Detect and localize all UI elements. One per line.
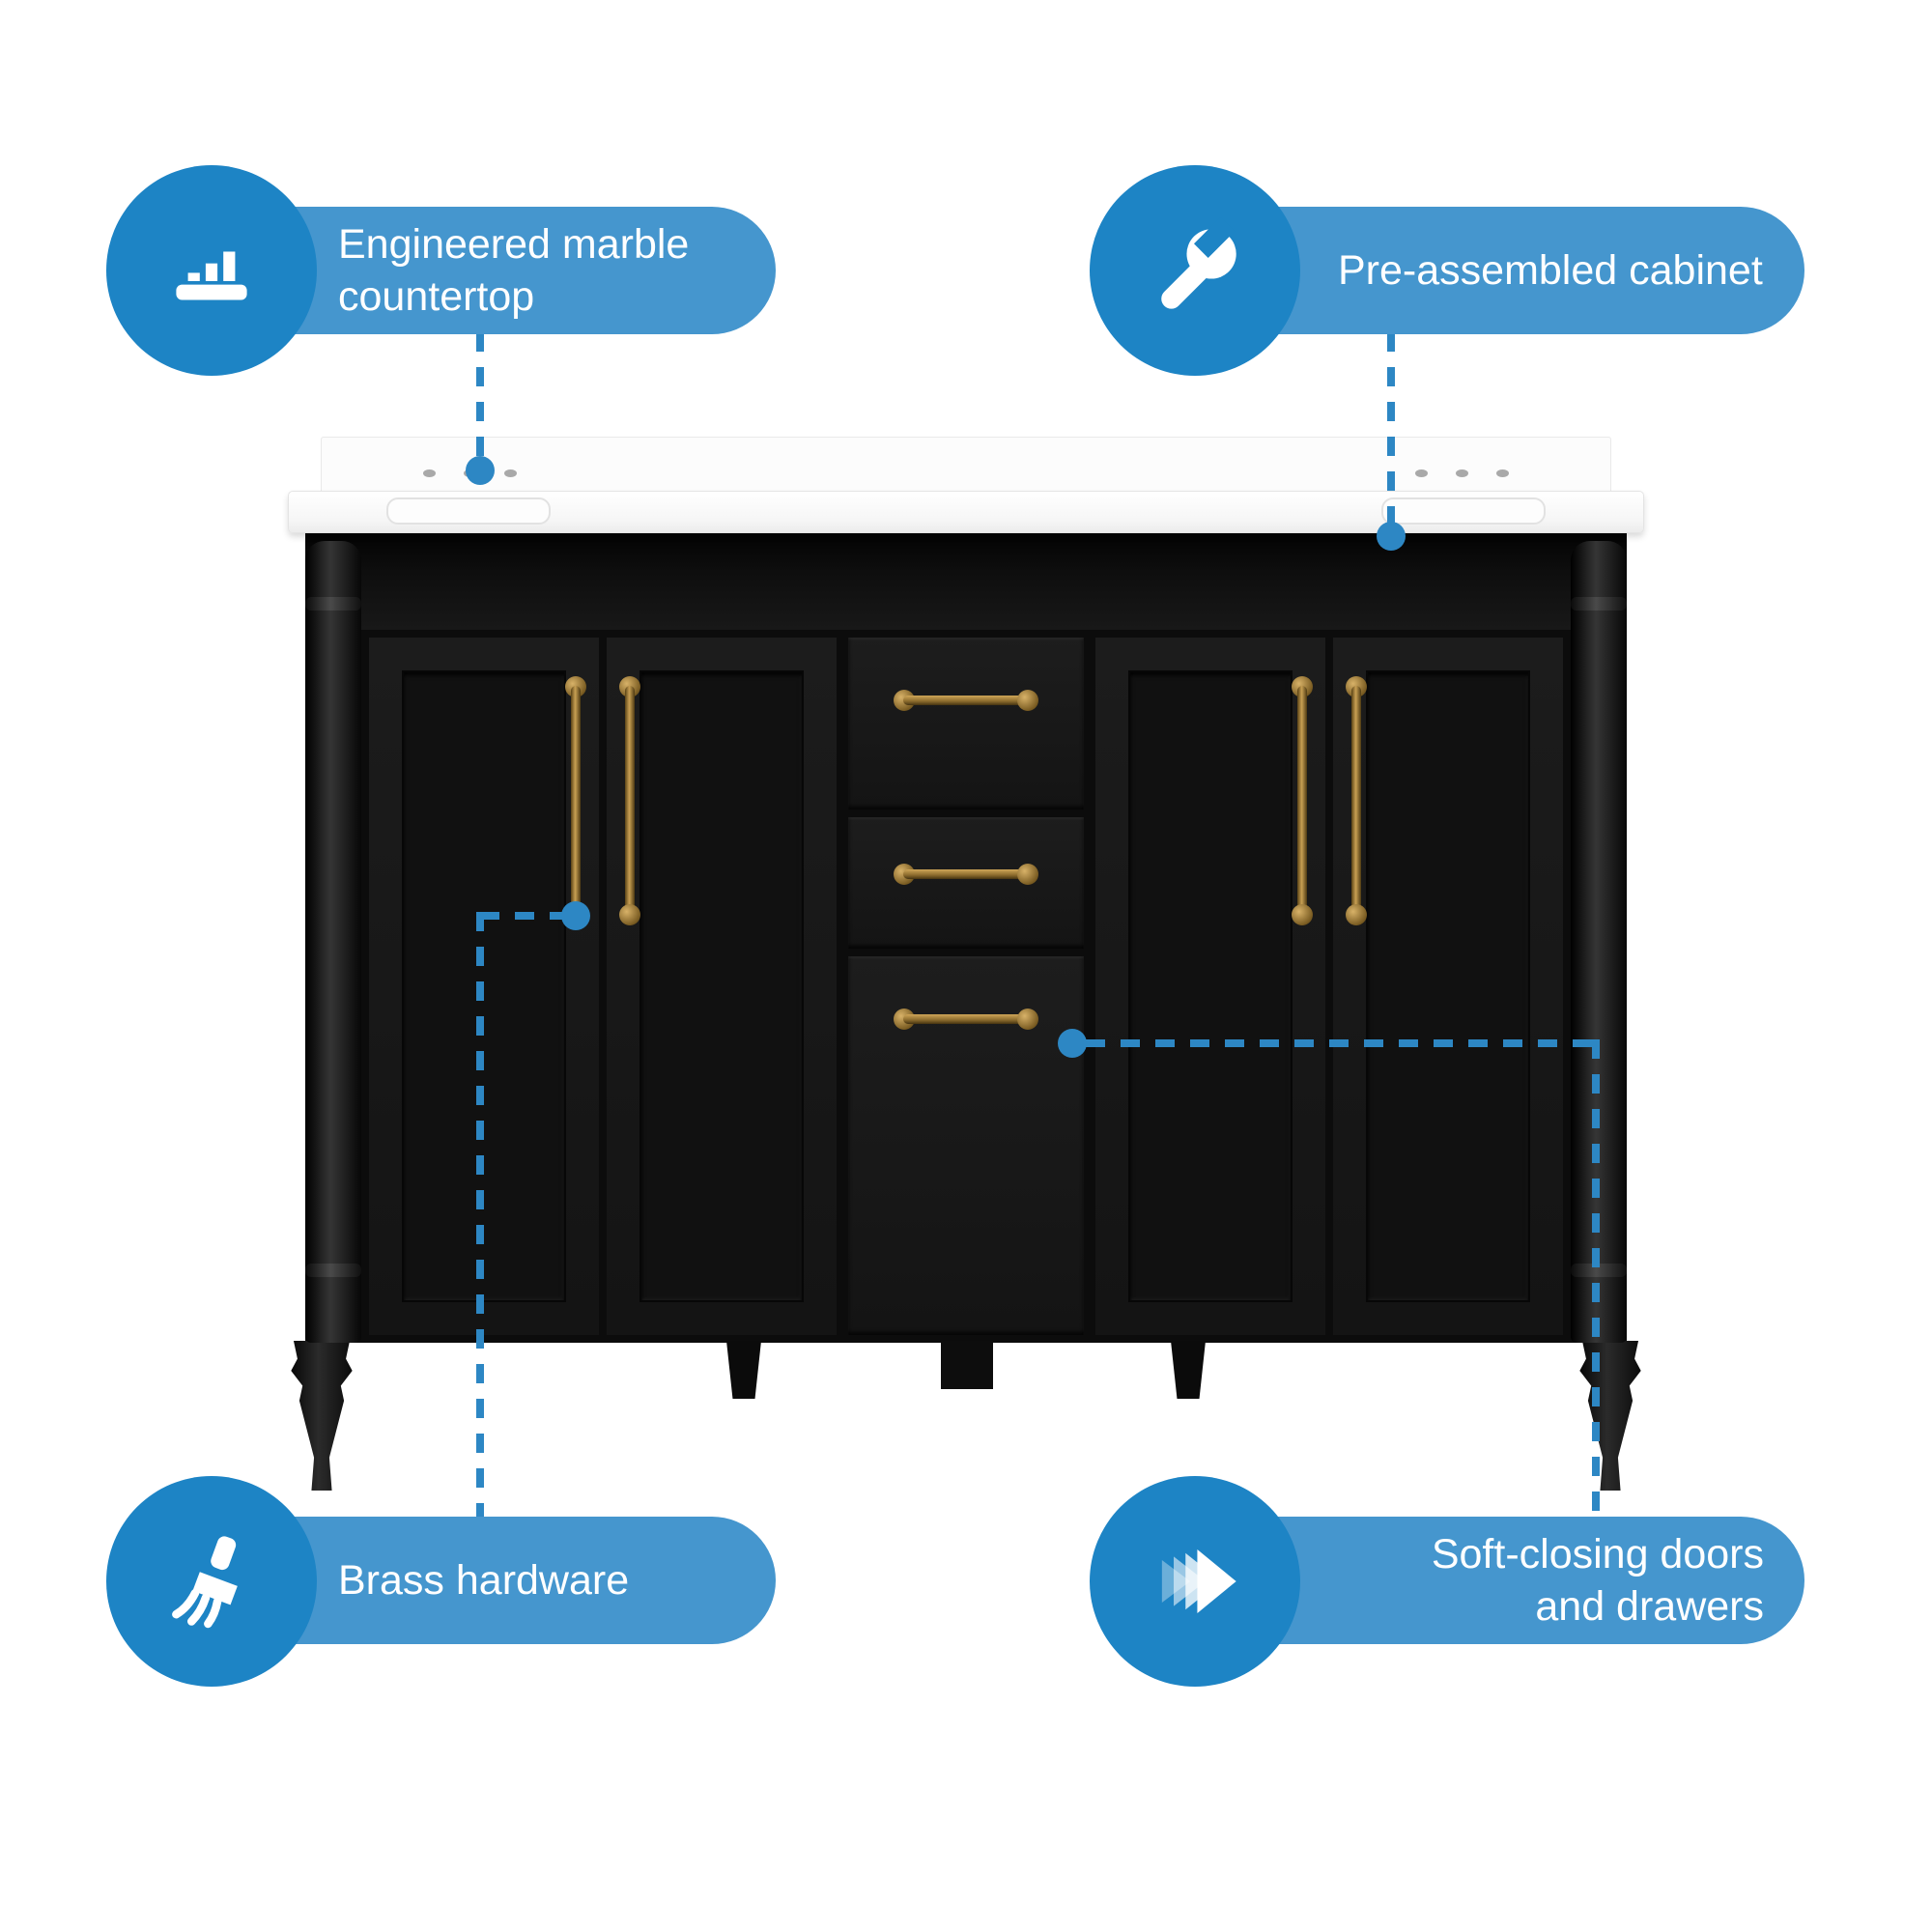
- callout-text-line: Engineered marble: [338, 221, 690, 268]
- support-foot: [1171, 1341, 1206, 1399]
- drawer-middle: [848, 817, 1084, 949]
- faucet-hole: [1456, 469, 1468, 477]
- cabinet-post-left: [305, 541, 361, 1343]
- brass-door-pull: [565, 676, 586, 925]
- callout-text-line: and drawers: [1535, 1583, 1764, 1630]
- brush-icon: [106, 1476, 317, 1687]
- drawer-top: [848, 638, 1084, 810]
- cabinet-door-right-outer: [1333, 638, 1563, 1335]
- callout-text-line: countertop: [338, 273, 535, 320]
- cabinet-door-left-outer: [369, 638, 599, 1335]
- connector-softclose-line-v: [1592, 1039, 1600, 1519]
- connector-countertop-dot: [466, 456, 495, 485]
- callout-text-line: Pre-assembled cabinet: [1338, 247, 1763, 294]
- connector-hardware-dot: [561, 901, 590, 930]
- cabinet-top-rail: [305, 533, 1627, 630]
- connector-softclose-dot: [1058, 1029, 1087, 1058]
- connector-countertop-line: [476, 332, 484, 468]
- connector-hardware-line-h: [480, 912, 563, 920]
- brass-drawer-pull: [894, 689, 1038, 712]
- door-panel: [1366, 670, 1530, 1302]
- faucet-hole: [504, 469, 517, 477]
- connector-cabinet-line: [1387, 332, 1395, 526]
- callout-text-line: Brass hardware: [338, 1557, 630, 1604]
- cabinet-door-left-inner: [607, 638, 837, 1335]
- connector-softclose-line-h: [1086, 1039, 1600, 1047]
- post-ring: [305, 1264, 361, 1277]
- countertop-backsplash: [321, 437, 1611, 493]
- post-ring: [305, 597, 361, 611]
- connector-hardware-line-v: [476, 912, 484, 1519]
- connector-cabinet-dot: [1377, 522, 1406, 551]
- wrench-icon: [1090, 165, 1300, 376]
- cabinet-door-right-inner: [1095, 638, 1325, 1335]
- sink-left: [386, 497, 551, 525]
- door-panel: [639, 670, 804, 1302]
- brass-door-pull: [619, 676, 640, 925]
- post-ring: [1571, 597, 1627, 611]
- brass-door-pull: [1346, 676, 1367, 925]
- brass-drawer-pull: [894, 1008, 1038, 1031]
- soft-close-icon: [1090, 1476, 1300, 1687]
- callout-text-line: Soft-closing doors: [1431, 1531, 1764, 1577]
- center-support: [941, 1341, 993, 1389]
- turned-foot-left: [291, 1341, 353, 1491]
- turned-foot-right: [1579, 1341, 1641, 1491]
- support-foot: [726, 1341, 761, 1399]
- sink-right: [1381, 497, 1546, 525]
- faucet-hole: [1496, 469, 1509, 477]
- countertop-icon: [106, 165, 317, 376]
- door-panel: [402, 670, 566, 1302]
- faucet-hole: [423, 469, 436, 477]
- brass-drawer-pull: [894, 863, 1038, 886]
- brass-door-pull: [1292, 676, 1313, 925]
- door-panel: [1128, 670, 1293, 1302]
- faucet-hole: [1415, 469, 1428, 477]
